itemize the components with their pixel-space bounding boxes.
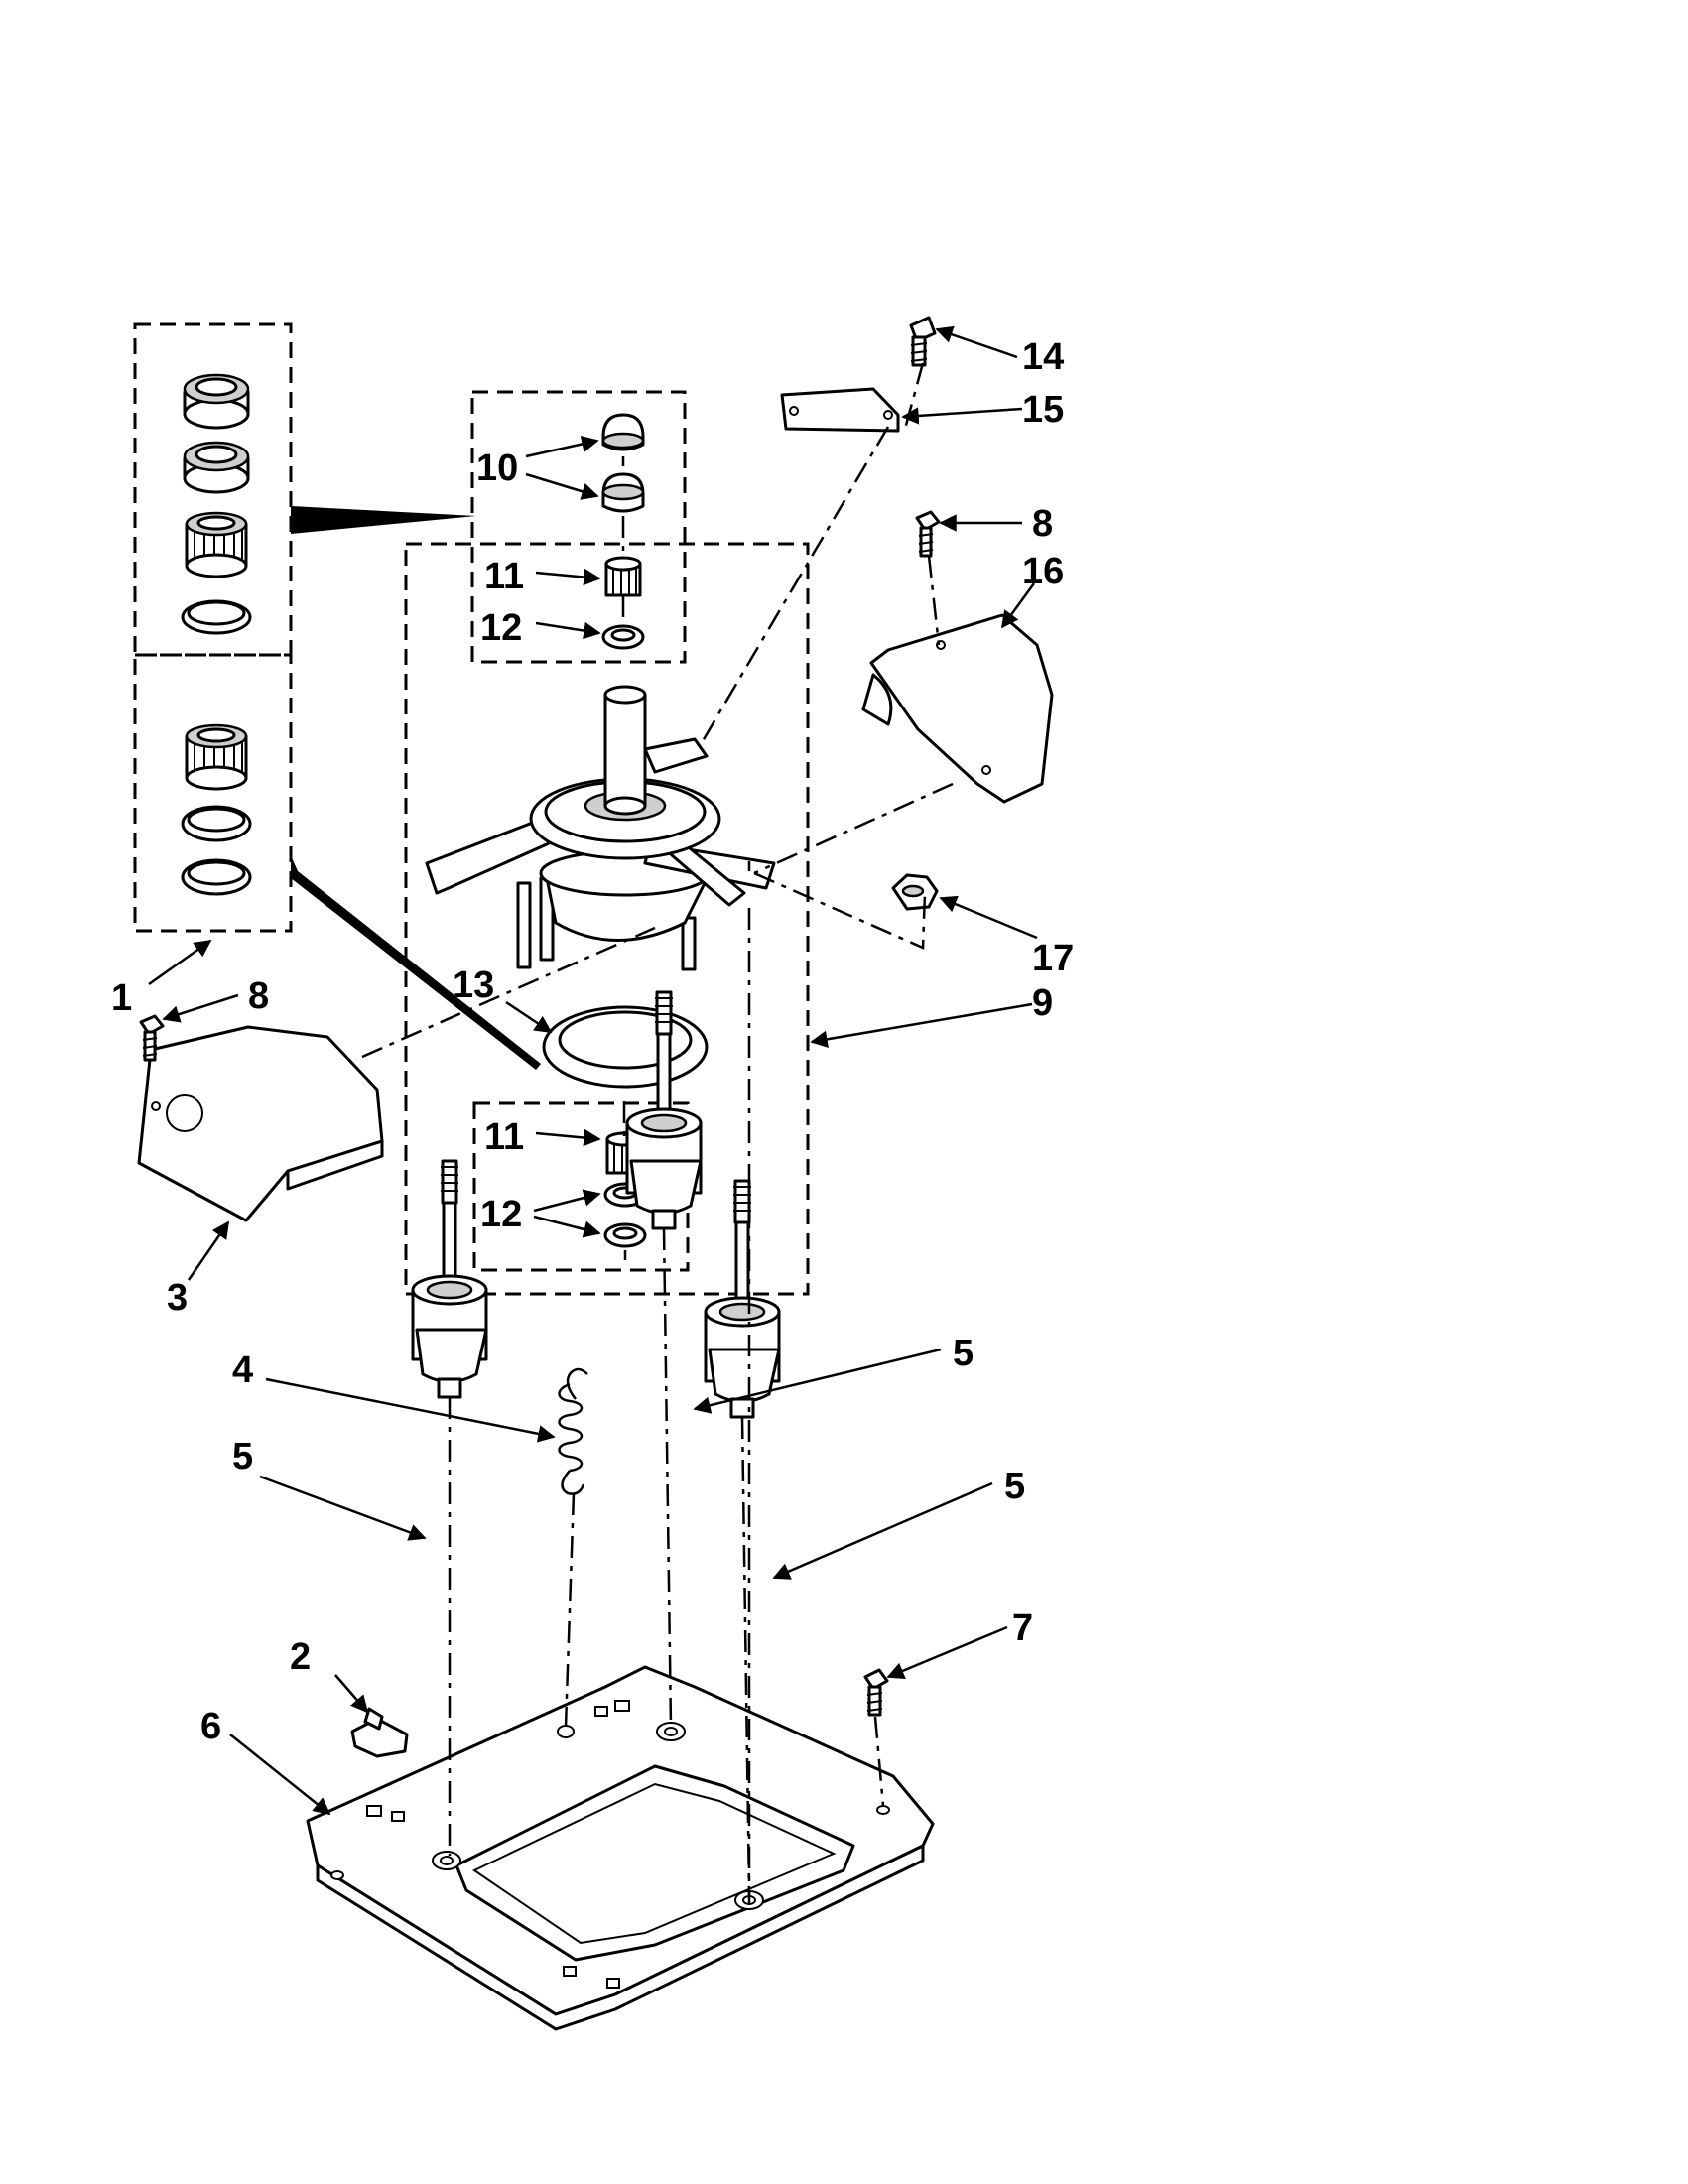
callout-8-right: 8	[1032, 503, 1053, 545]
screw-14	[909, 316, 937, 367]
callout-3: 3	[167, 1277, 188, 1319]
line-shaft	[621, 456, 627, 1260]
callout-13: 13	[453, 964, 494, 1006]
bearing-box-top	[470, 390, 687, 664]
callout-11-top: 11	[484, 556, 524, 597]
line-16-gearcase	[753, 782, 954, 875]
needle-bearing-upper	[604, 556, 642, 597]
callout-17: 17	[1032, 938, 1074, 979]
bearing-box-bottom	[472, 1101, 690, 1272]
callout-2: 2	[290, 1636, 311, 1678]
spline-bushing-2	[185, 723, 248, 791]
callout-10: 10	[476, 448, 518, 489]
gearcase-box	[404, 542, 810, 1296]
callout-8-left: 8	[248, 975, 269, 1017]
bearing-cap-lower	[601, 472, 645, 513]
line-17	[747, 861, 927, 950]
leader-5c	[772, 1481, 993, 1580]
line-3-gearcase	[361, 926, 656, 1059]
leader-6	[229, 1734, 331, 1816]
nut-17	[891, 873, 939, 911]
leader-8-left	[162, 993, 239, 1023]
callout-7: 7	[1012, 1607, 1033, 1649]
leader-11b	[535, 1128, 601, 1147]
kit-box-lower	[133, 653, 293, 933]
leader-11a	[535, 568, 601, 586]
washer-ring-3	[181, 858, 252, 896]
line-14-15	[903, 362, 925, 430]
leader-16	[1000, 582, 1036, 629]
suspension-rod-center	[625, 990, 703, 1230]
drive-assembly	[425, 685, 776, 971]
callout-14: 14	[1022, 336, 1064, 378]
callout-5-left: 5	[232, 1436, 253, 1477]
leader-1	[148, 939, 212, 986]
bearing-cap-upper	[601, 413, 645, 451]
leader-12b	[533, 1189, 601, 1213]
line-rod-center	[662, 1227, 673, 1728]
leader-5b	[693, 1348, 942, 1414]
callout-11-bottom: 11	[484, 1116, 524, 1158]
leader-3	[187, 1220, 230, 1281]
line-spring	[564, 1492, 576, 1728]
leader-12c	[533, 1215, 601, 1238]
leader-17	[939, 895, 1038, 940]
leader-10a	[525, 435, 599, 458]
leader-5a	[259, 1475, 427, 1541]
spring-4	[558, 1367, 588, 1495]
leader-13	[505, 1000, 553, 1034]
callout-9: 9	[1032, 982, 1053, 1024]
callout-1: 1	[111, 977, 132, 1019]
leader-12a	[535, 621, 601, 640]
drive-seal-ring	[542, 1005, 709, 1089]
screw-7	[863, 1668, 889, 1717]
kit-pointer-upper	[291, 506, 476, 534]
line-15-gearcase	[698, 426, 890, 747]
leader-7	[886, 1625, 1008, 1680]
shield-right	[861, 613, 1054, 804]
suspension-rod-left	[411, 1159, 488, 1399]
leader-10b	[525, 472, 599, 500]
seal-ring-2	[183, 441, 250, 494]
callout-6: 6	[200, 1706, 221, 1747]
leader-2	[334, 1674, 369, 1714]
callout-5-center: 5	[953, 1333, 974, 1374]
callout-12-bottom: 12	[480, 1194, 522, 1235]
screw-8-left	[139, 1014, 165, 1062]
line-rod-right	[740, 1416, 751, 1896]
callout-16: 16	[1022, 551, 1064, 592]
shield-left	[137, 1025, 384, 1222]
leader-9	[810, 1002, 1033, 1048]
base-plate	[306, 1665, 935, 2031]
suspension-rod-right	[704, 1179, 781, 1419]
spline-bushing-1	[185, 511, 248, 578]
callout-4: 4	[232, 1349, 253, 1391]
line-8-16	[927, 555, 941, 646]
thrust-washer-lower-2	[603, 1222, 647, 1248]
seal-ring-1	[183, 373, 250, 430]
callout-5-right: 5	[1004, 1466, 1025, 1507]
line-screw-7	[873, 1716, 885, 1807]
washer-ring-2	[181, 805, 252, 842]
leader-15	[901, 407, 1023, 425]
kit-pointer-lower	[291, 855, 541, 1070]
thrust-washer-upper	[601, 624, 645, 650]
kit-box-upper	[133, 322, 293, 657]
leader-4	[265, 1377, 556, 1443]
clip-2	[350, 1707, 409, 1758]
callout-12-top: 12	[480, 607, 522, 649]
bracket-15	[780, 387, 900, 433]
leader-14	[935, 325, 1018, 359]
washer-ring-1	[181, 599, 252, 635]
screw-8-right	[915, 510, 941, 558]
callout-15: 15	[1022, 389, 1064, 431]
